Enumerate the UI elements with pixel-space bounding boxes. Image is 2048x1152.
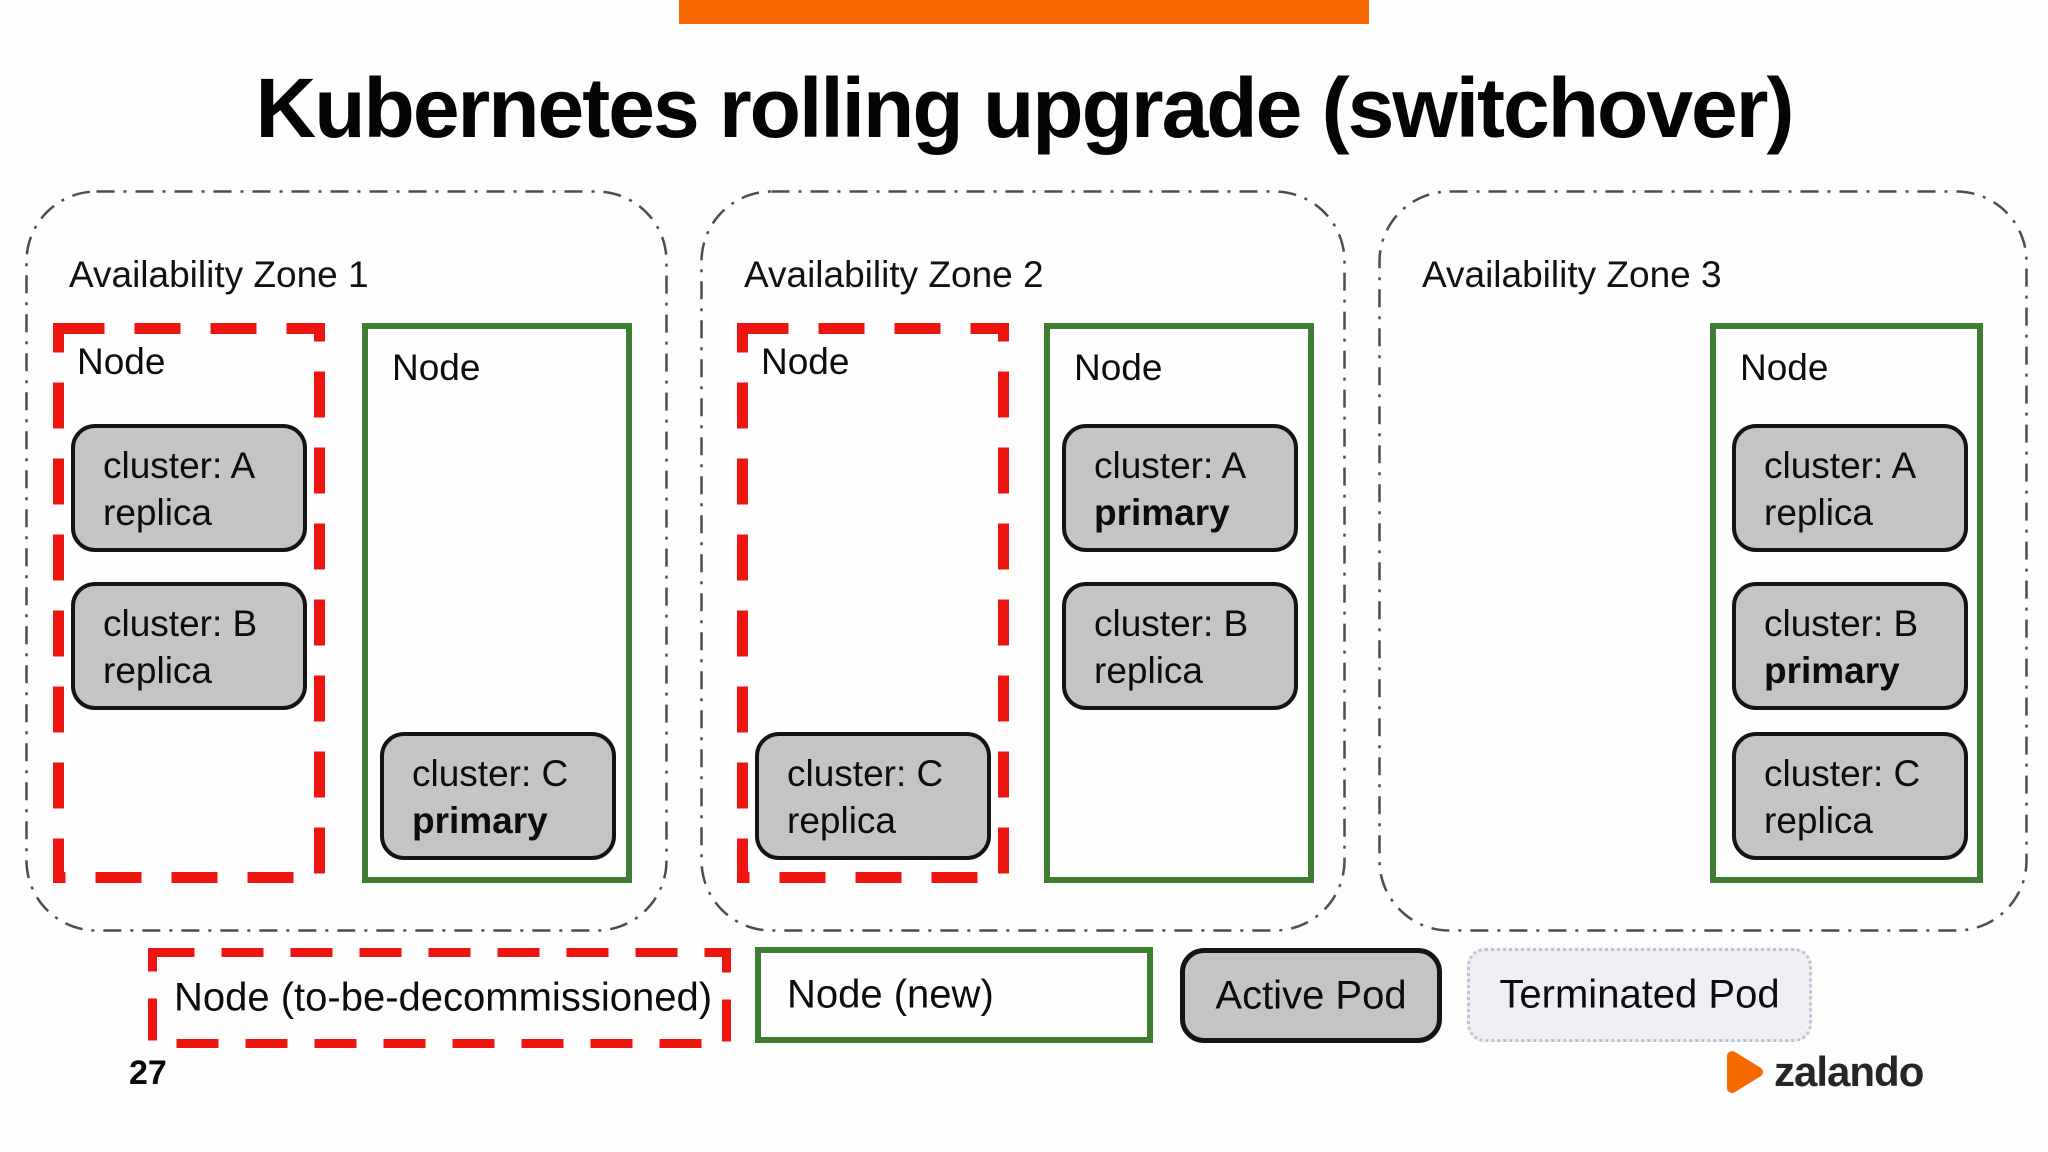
availability-zone-2: Availability Zone 2 Node cluster: C repl… xyxy=(700,190,1346,932)
slide-title: Kubernetes rolling upgrade (switchover) xyxy=(255,61,1795,155)
legend-label: Node (to-be-decommissioned) xyxy=(174,975,713,1020)
pod-role-line: replica xyxy=(1094,650,1203,691)
node-new: Node cluster: C primary xyxy=(362,323,632,883)
availability-zone-1: Availability Zone 1 Node cluster: A repl… xyxy=(25,190,668,932)
pod-cluster-b-replica: cluster: B replica xyxy=(1062,582,1298,710)
pod-cluster-c-primary: cluster: C primary xyxy=(380,732,616,860)
availability-zone-3: Availability Zone 3 Node cluster: A repl… xyxy=(1378,190,2028,932)
pod-role-line: replica xyxy=(1764,800,1873,841)
node-label: Node xyxy=(1740,347,1829,388)
legend-label: Active Pod xyxy=(1215,973,1407,1017)
node-label: Node xyxy=(77,341,166,382)
zone-label: Availability Zone 3 xyxy=(1422,254,1722,295)
zone-dashdot-border xyxy=(700,190,1346,932)
node-to-be-decommissioned: Node cluster: C replica xyxy=(737,323,1009,883)
pod-cluster-a-replica: cluster: A replica xyxy=(71,424,307,552)
pod-cluster-line: cluster: B xyxy=(103,603,258,644)
pod-role-line: replica xyxy=(103,650,212,691)
page-number: 27 xyxy=(129,1054,167,1092)
pod-cluster-a-primary: cluster: A primary xyxy=(1062,424,1298,552)
pod-cluster-line: cluster: A xyxy=(1094,445,1247,486)
pod-cluster-b-replica: cluster: B replica xyxy=(71,582,307,710)
legend-terminated-pod: Terminated Pod xyxy=(1467,948,1812,1042)
zone-label: Availability Zone 2 xyxy=(744,254,1044,295)
pod-cluster-c-replica: cluster: C replica xyxy=(755,732,991,860)
pod-role-line: replica xyxy=(103,492,212,533)
pod-cluster-line: cluster: B xyxy=(1094,603,1249,644)
pod-role-line: primary xyxy=(1764,650,1900,691)
legend-active-pod: Active Pod xyxy=(1180,948,1442,1043)
legend-node-to-be-decommissioned: Node (to-be-decommissioned) xyxy=(148,948,731,1048)
pod-role-line: primary xyxy=(1094,492,1230,533)
legend-label: Node (new) xyxy=(787,972,994,1017)
legend-label: Terminated Pod xyxy=(1499,972,1780,1017)
pod-role-line: primary xyxy=(412,800,548,841)
zalando-glyph-icon xyxy=(1727,1051,1763,1093)
red-dashed-border xyxy=(53,323,325,883)
pod-cluster-a-replica: cluster: A replica xyxy=(1732,424,1968,552)
pod-cluster-line: cluster: B xyxy=(1764,603,1919,644)
pod-cluster-line: cluster: C xyxy=(787,753,944,794)
node-label: Node xyxy=(761,341,850,382)
node-new: Node cluster: A replica cluster: B prima… xyxy=(1710,323,1983,883)
zalando-wordmark: zalando xyxy=(1774,1048,1924,1095)
pod-cluster-c-replica: cluster: C replica xyxy=(1732,732,1968,860)
pod-cluster-line: cluster: C xyxy=(1764,753,1921,794)
zalando-logo: zalando xyxy=(1724,1048,1924,1096)
zone-label: Availability Zone 1 xyxy=(69,254,369,295)
pod-cluster-b-primary: cluster: B primary xyxy=(1732,582,1968,710)
node-to-be-decommissioned: Node cluster: A replica cluster: B repli… xyxy=(53,323,325,883)
node-new: Node cluster: A primary cluster: B repli… xyxy=(1044,323,1314,883)
zone-dashdot-border xyxy=(25,190,668,932)
red-dashed-border xyxy=(737,323,1009,883)
node-label: Node xyxy=(1074,347,1163,388)
pod-cluster-line: cluster: A xyxy=(1764,445,1917,486)
pod-role-line: replica xyxy=(1764,492,1873,533)
legend-node-new: Node (new) xyxy=(755,947,1153,1043)
node-label: Node xyxy=(392,347,481,388)
pod-cluster-line: cluster: C xyxy=(412,753,569,794)
red-dashed-border xyxy=(148,948,731,1048)
accent-bar xyxy=(679,0,1369,24)
pod-cluster-line: cluster: A xyxy=(103,445,256,486)
pod-role-line: replica xyxy=(787,800,896,841)
